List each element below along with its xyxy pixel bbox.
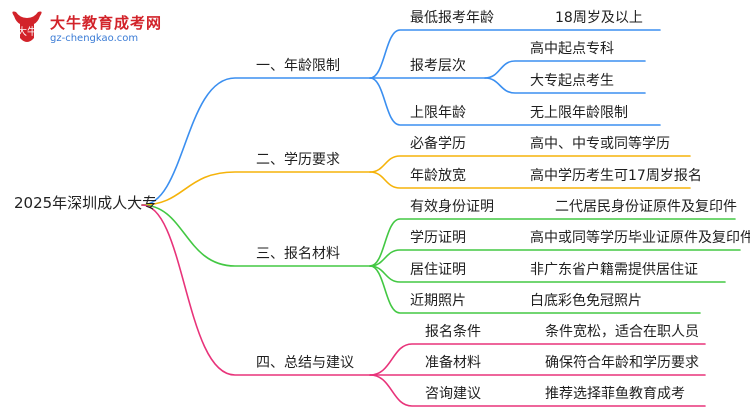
- sub-connector: [369, 155, 691, 173]
- logo-url: gz-chengkao.com: [50, 33, 139, 44]
- sub-label: 咨询建议: [425, 386, 481, 402]
- sub-connector: [369, 265, 701, 314]
- branch-connector: [141, 77, 371, 206]
- sub-label: 最低报考年龄: [410, 10, 494, 26]
- sub-label: 近期照片: [410, 293, 466, 309]
- sub-connector: [369, 171, 691, 189]
- leaf-label: 18周岁及以上: [555, 10, 643, 26]
- branch-label: 二、学历要求: [256, 152, 340, 168]
- leaf-label: 条件宽松，适合在职人员: [545, 324, 699, 340]
- sub-label: 报考层次: [410, 58, 466, 74]
- sub-connector: [369, 343, 706, 376]
- sub-connector: [369, 77, 661, 126]
- leaf-label: 高中学历考生可17周岁报名: [530, 168, 702, 184]
- leaf-connector: [484, 77, 646, 94]
- logo-mark-text: 大牛: [17, 25, 37, 38]
- bull-logo-icon: 大牛: [12, 11, 42, 42]
- sub-label: 学历证明: [410, 230, 466, 246]
- leaf-label: 非广东省户籍需提供居住证: [530, 262, 698, 278]
- branch-label: 三、报名材料: [256, 246, 340, 262]
- sub-label: 年龄放宽: [410, 168, 466, 184]
- branch-label: 一、年龄限制: [256, 58, 340, 74]
- leaf-label: 白底彩色免冠照片: [530, 293, 642, 309]
- root-node: 2025年深圳成人大专: [14, 194, 158, 212]
- branch-connector: [141, 204, 371, 267]
- sub-label: 居住证明: [410, 262, 466, 278]
- leaf-label: 高中或同等学历毕业证原件及复印件: [530, 230, 750, 246]
- leaf-label: 无上限年龄限制: [530, 105, 628, 121]
- leaf-label: 高中起点专科: [530, 41, 614, 57]
- sub-connector: [369, 29, 661, 79]
- leaf-connector: [484, 60, 646, 79]
- logo-title: 大牛教育成考网: [50, 14, 163, 32]
- sub-label: 上限年龄: [410, 105, 466, 121]
- leaf-label: 确保符合年龄和学历要求: [545, 355, 699, 371]
- leaf-label: 大专起点考生: [530, 73, 614, 89]
- sub-connector: [369, 374, 706, 407]
- leaf-label: 推荐选择菲鱼教育成考: [545, 386, 685, 402]
- leaf-label: 高中、中专或同等学历: [530, 136, 670, 152]
- sub-label: 有效身份证明: [410, 199, 494, 215]
- sub-connector: [369, 249, 741, 267]
- logo: 大牛 大牛教育成考网 gz-chengkao.com: [8, 8, 168, 52]
- branch-label: 四、总结与建议: [256, 355, 354, 371]
- branch-connector: [141, 171, 371, 206]
- branch-connector: [141, 204, 371, 376]
- leaf-label: 二代居民身份证原件及复印件: [555, 199, 737, 215]
- sub-label: 报名条件: [425, 324, 481, 340]
- sub-label: 必备学历: [410, 136, 466, 152]
- sub-connector: [369, 218, 736, 267]
- sub-label: 准备材料: [425, 355, 481, 371]
